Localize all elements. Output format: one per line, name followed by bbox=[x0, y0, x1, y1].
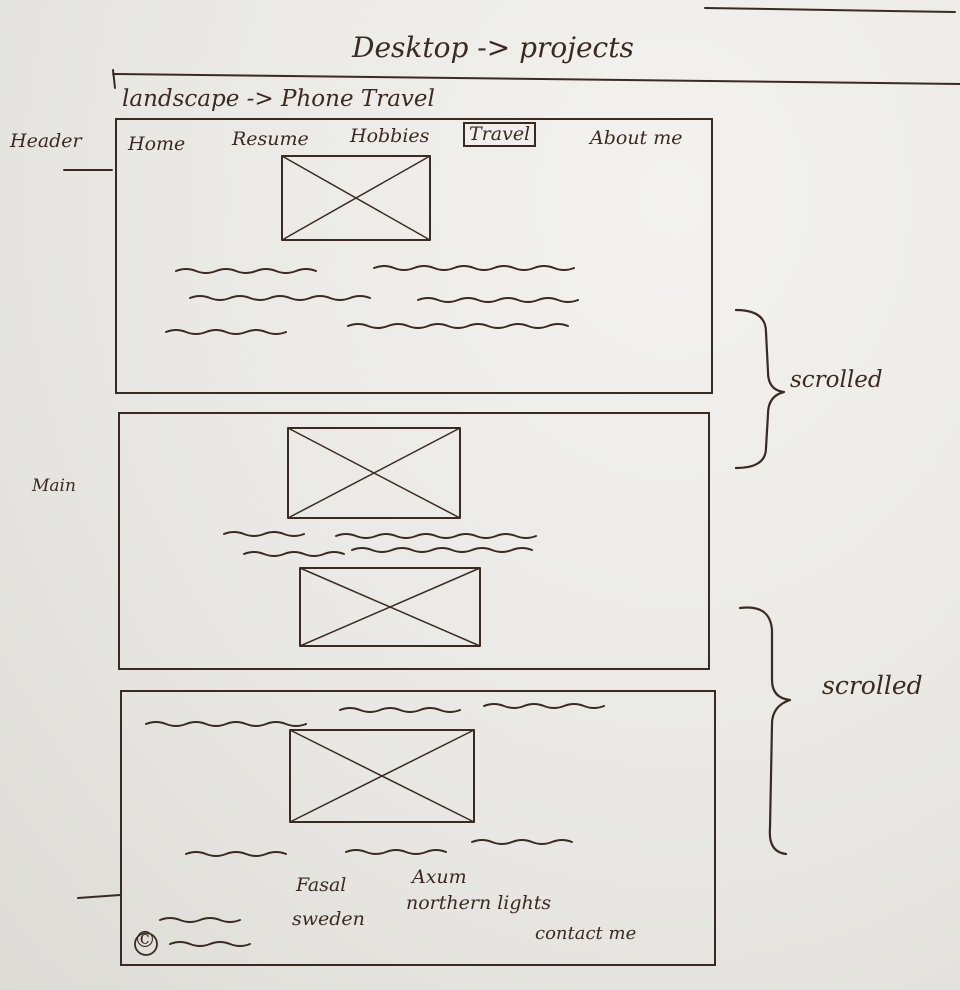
brace-2 bbox=[738, 606, 792, 856]
text-placeholder-lines-2 bbox=[223, 531, 537, 557]
scrolled-annotation-2: scrolled bbox=[822, 671, 923, 700]
wireframe-section-2 bbox=[118, 412, 710, 670]
nav-travel-active[interactable]: Travel bbox=[463, 122, 537, 147]
image-placeholder-4 bbox=[289, 729, 475, 823]
copyright-circle bbox=[134, 932, 158, 956]
image-placeholder-2 bbox=[287, 427, 461, 519]
footer-contact-me[interactable]: contact me bbox=[535, 923, 637, 944]
brace-1 bbox=[734, 308, 786, 470]
footer-link-axum[interactable]: Axum bbox=[412, 866, 467, 888]
footer-link-sweden[interactable]: sweden bbox=[292, 908, 365, 930]
page-title: Desktop -> projects bbox=[352, 31, 634, 64]
header-side-label: Header bbox=[10, 130, 82, 152]
wireframe-section-3 bbox=[120, 690, 716, 966]
nav-resume[interactable]: Resume bbox=[232, 128, 309, 150]
text-placeholder-lines-3 bbox=[145, 703, 605, 947]
text-placeholder-lines-1 bbox=[165, 265, 579, 335]
main-side-label: Main bbox=[32, 476, 76, 496]
footer-link-fasal[interactable]: Fasal bbox=[296, 874, 347, 896]
nav-hobbies[interactable]: Hobbies bbox=[350, 125, 430, 147]
scrolled-annotation-1: scrolled bbox=[790, 367, 883, 393]
wireframe-section-1 bbox=[115, 118, 713, 394]
image-placeholder-3 bbox=[299, 567, 481, 647]
image-placeholder-1 bbox=[281, 155, 431, 241]
footer-link-northern-lights[interactable]: northern lights bbox=[406, 892, 552, 914]
nav-home[interactable]: Home bbox=[128, 133, 186, 155]
nav-about-me[interactable]: About me bbox=[590, 127, 683, 149]
page-subtitle: landscape -> Phone Travel bbox=[122, 86, 435, 112]
